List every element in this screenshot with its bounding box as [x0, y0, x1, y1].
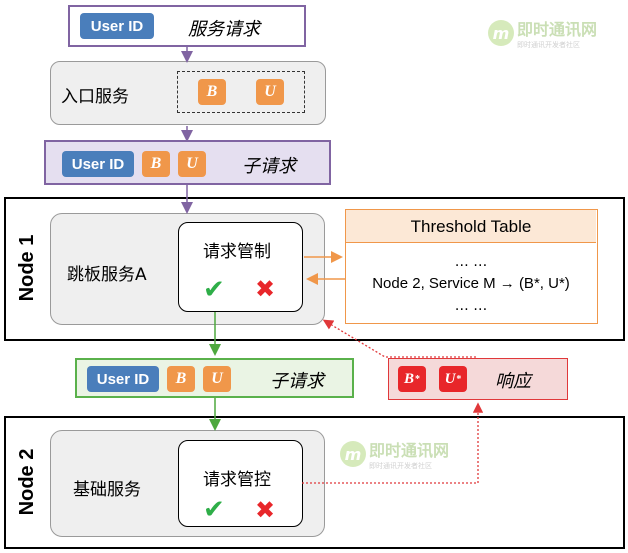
check-icon: ✔	[203, 495, 225, 525]
threshold-dots-top: … …	[454, 254, 488, 270]
b-star-tag: B*	[398, 366, 426, 392]
cross-icon: ✖	[255, 496, 276, 524]
service-request-box: User ID 服务请求	[68, 5, 306, 47]
request-control-label: 请求管制	[203, 242, 271, 262]
u-tag: U	[256, 79, 284, 105]
watermark-top: m 即时通讯网 即时通讯开发者社区	[488, 16, 597, 50]
request-govern-box: 请求管控 ✔ ✖	[178, 440, 303, 527]
node-2-title: Node 2	[16, 448, 38, 516]
u-tag: U	[203, 366, 231, 392]
subrequest-box-1: User ID B U 子请求	[44, 140, 331, 185]
b-tag: B	[198, 79, 226, 105]
threshold-table-header: Threshold Table	[346, 210, 596, 243]
b-tag: B	[167, 366, 195, 392]
node-1-frame	[4, 197, 625, 341]
user-id-tag: User ID	[62, 151, 134, 177]
subrequest-box-2: User ID B U 子请求	[75, 358, 354, 398]
request-govern-label: 请求管控	[203, 470, 271, 490]
response-label: 响应	[495, 371, 531, 392]
threshold-table: Threshold Table … … Node 2, Service M → …	[345, 209, 598, 324]
check-icon: ✔	[203, 275, 225, 305]
service-request-label: 服务请求	[188, 19, 260, 40]
entry-service-label: 入口服务	[61, 87, 129, 107]
b-tag: B	[142, 151, 170, 177]
threshold-row: Node 2, Service M → (B*, U*)	[372, 275, 570, 292]
entry-params-box: B U	[177, 71, 305, 113]
request-control-box: 请求管制 ✔ ✖	[178, 222, 303, 312]
user-id-tag: User ID	[80, 13, 154, 39]
u-tag: U	[178, 151, 206, 177]
jump-service-label: 跳板服务A	[67, 265, 147, 285]
response-box: B* U* 响应	[388, 358, 568, 400]
u-star-tag: U*	[439, 366, 467, 392]
threshold-table-title: Threshold Table	[410, 217, 532, 236]
subrequest-label: 子请求	[270, 371, 324, 392]
user-id-tag: User ID	[87, 366, 159, 392]
node-1-title: Node 1	[16, 234, 38, 302]
entry-service-box: 入口服务 B U	[50, 61, 326, 125]
subrequest-label: 子请求	[242, 156, 296, 177]
threshold-dots-bottom: … …	[454, 298, 488, 314]
watermark-logo-icon: m	[488, 20, 514, 46]
base-service-label: 基础服务	[73, 480, 141, 500]
cross-icon: ✖	[255, 275, 276, 303]
